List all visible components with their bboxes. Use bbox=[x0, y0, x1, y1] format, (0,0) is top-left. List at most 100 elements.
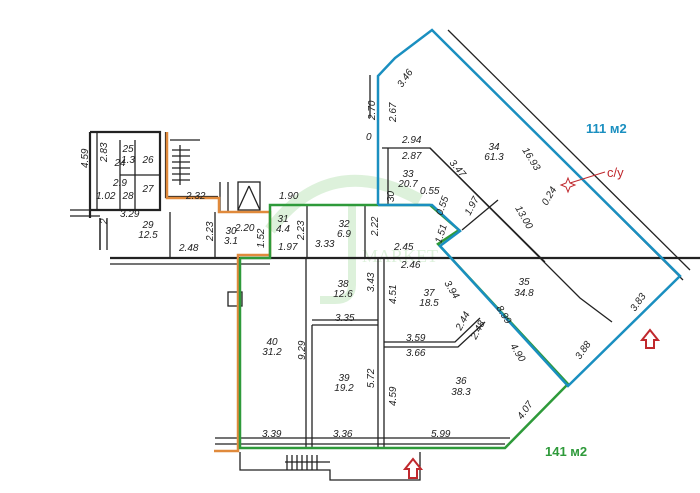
svg-text:1.97: 1.97 bbox=[463, 195, 482, 218]
svg-text:2.22: 2.22 bbox=[370, 216, 381, 237]
blue-outline-111 bbox=[376, 28, 682, 388]
svg-text:5.72: 5.72 bbox=[366, 368, 377, 388]
svg-text:13.00: 13.00 bbox=[512, 204, 534, 232]
room-25: 251.3 bbox=[121, 144, 135, 166]
svg-text:2.46: 2.46 bbox=[400, 260, 421, 271]
svg-text:28: 28 bbox=[121, 191, 134, 202]
svg-text:3.59: 3.59 bbox=[406, 333, 426, 344]
svg-text:25: 25 bbox=[121, 144, 134, 155]
svg-text:31.2: 31.2 bbox=[262, 347, 282, 358]
svg-text:3.66: 3.66 bbox=[406, 348, 426, 359]
svg-text:29: 29 bbox=[141, 220, 154, 231]
svg-text:3.36: 3.36 bbox=[333, 429, 353, 440]
svg-text:61.3: 61.3 bbox=[484, 152, 504, 163]
svg-text:37: 37 bbox=[423, 288, 435, 299]
svg-text:38.3: 38.3 bbox=[451, 387, 471, 398]
svg-text:34: 34 bbox=[488, 142, 500, 153]
room-31: 314.4 bbox=[276, 214, 290, 235]
svg-text:39: 39 bbox=[338, 373, 350, 384]
svg-text:3.43: 3.43 bbox=[366, 272, 377, 292]
svg-text:0: 0 bbox=[366, 132, 372, 143]
svg-text:9.29: 9.29 bbox=[297, 340, 308, 360]
svg-text:31: 31 bbox=[277, 214, 288, 225]
svg-text:2.87: 2.87 bbox=[401, 151, 422, 162]
svg-text:3.39: 3.39 bbox=[262, 429, 282, 440]
room-32: 326.9 bbox=[337, 219, 351, 240]
room-27: 27 bbox=[141, 184, 154, 195]
green-outline-141 bbox=[238, 203, 570, 450]
svg-text:12.6: 12.6 bbox=[333, 289, 353, 300]
svg-text:3.1: 3.1 bbox=[224, 236, 238, 247]
watermark-logo: MARKET bbox=[265, 174, 438, 304]
svg-text:27: 27 bbox=[141, 184, 154, 195]
svg-text:4.59: 4.59 bbox=[80, 148, 91, 168]
svg-text:16.93: 16.93 bbox=[519, 146, 542, 173]
svg-text:2.9: 2.9 bbox=[112, 178, 127, 189]
svg-text:5.99: 5.99 bbox=[431, 429, 451, 440]
svg-text:2.94: 2.94 bbox=[401, 135, 422, 146]
svg-text:2.23: 2.23 bbox=[205, 221, 216, 242]
svg-text:3.46: 3.46 bbox=[395, 67, 415, 90]
svg-text:6.9: 6.9 bbox=[337, 229, 351, 240]
svg-text:2.44: 2.44 bbox=[453, 310, 473, 334]
svg-text:4.51: 4.51 bbox=[388, 285, 399, 304]
svg-text:3.29: 3.29 bbox=[120, 209, 140, 220]
svg-text:40: 40 bbox=[266, 337, 278, 348]
svg-text:2.23: 2.23 bbox=[296, 220, 307, 241]
svg-text:2.48: 2.48 bbox=[178, 243, 199, 254]
svg-text:0.55: 0.55 bbox=[434, 195, 451, 217]
svg-text:1.02: 1.02 bbox=[96, 191, 116, 202]
svg-text:0.24: 0.24 bbox=[540, 185, 559, 208]
svg-text:1.97: 1.97 bbox=[278, 242, 298, 253]
stair-top bbox=[172, 145, 190, 185]
svg-text:32: 32 bbox=[338, 219, 350, 230]
svg-text:2.67: 2.67 bbox=[388, 102, 399, 123]
column bbox=[227, 291, 243, 307]
room-28: 28 bbox=[121, 191, 134, 202]
svg-text:34.8: 34.8 bbox=[514, 288, 534, 299]
svg-text:4.59: 4.59 bbox=[388, 386, 399, 406]
svg-text:30: 30 bbox=[225, 226, 237, 237]
svg-text:2.45: 2.45 bbox=[393, 242, 414, 253]
room-26: 26 bbox=[141, 155, 154, 166]
svg-text:4.4: 4.4 bbox=[276, 224, 290, 235]
stair-bottom bbox=[285, 455, 330, 470]
unit-area-141: 141 м2 bbox=[545, 444, 587, 459]
svg-text:1.90: 1.90 bbox=[279, 191, 299, 202]
svg-text:26: 26 bbox=[141, 155, 154, 166]
room-24: 242.9 bbox=[112, 158, 127, 189]
svg-text:3.33: 3.33 bbox=[315, 239, 335, 250]
svg-text:2.32: 2.32 bbox=[185, 191, 206, 202]
svg-text:3.47: 3.47 bbox=[447, 158, 468, 180]
svg-text:12.5: 12.5 bbox=[138, 230, 158, 241]
svg-text:0.55: 0.55 bbox=[420, 186, 440, 197]
bathroom-marker: с/у bbox=[559, 165, 624, 194]
watermark-text: MARKET bbox=[362, 246, 438, 266]
bathroom-label: с/у bbox=[607, 165, 624, 180]
room-30: 303.1 bbox=[224, 226, 238, 247]
svg-text:20.7: 20.7 bbox=[397, 179, 418, 190]
svg-text:33: 33 bbox=[402, 169, 414, 180]
svg-text:35: 35 bbox=[518, 277, 530, 288]
svg-text:19.2: 19.2 bbox=[334, 383, 354, 394]
svg-text:1.52: 1.52 bbox=[256, 228, 267, 248]
svg-text:38: 38 bbox=[337, 279, 349, 290]
svg-text:30: 30 bbox=[386, 190, 397, 202]
svg-text:2.83: 2.83 bbox=[99, 142, 110, 163]
svg-text:36: 36 bbox=[455, 376, 467, 387]
svg-text:2: 2 bbox=[99, 218, 110, 225]
svg-text:3.88: 3.88 bbox=[573, 339, 593, 362]
entrance-arrow-icon bbox=[639, 328, 661, 349]
svg-text:3.94: 3.94 bbox=[441, 279, 461, 302]
entrance-arrow-icon bbox=[402, 457, 424, 479]
svg-text:18.5: 18.5 bbox=[419, 298, 439, 309]
